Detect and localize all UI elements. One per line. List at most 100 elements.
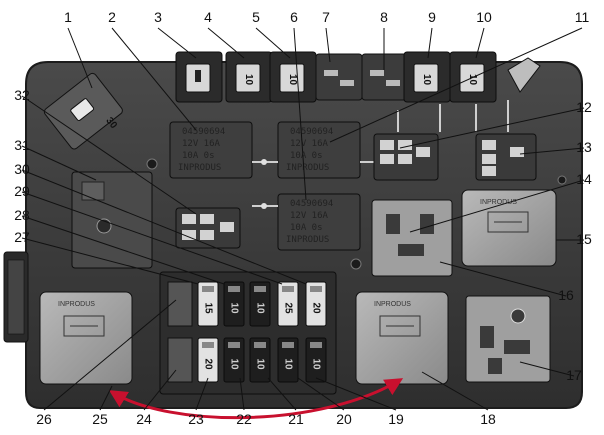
callout-10: 10 xyxy=(476,9,492,25)
block-item-31 xyxy=(71,171,153,269)
red-arrow xyxy=(108,378,404,420)
fuse-rating: 10 xyxy=(310,358,321,370)
relay-item-15: INPRODUS xyxy=(461,189,557,267)
callout-27: 27 xyxy=(14,229,30,245)
callout-14: 14 xyxy=(576,171,592,187)
callout-19: 19 xyxy=(388,411,404,427)
leader-line xyxy=(111,27,197,131)
fuse: 25 xyxy=(277,281,299,327)
leader-line xyxy=(157,27,197,59)
fuse-holder-5: 10 xyxy=(269,51,317,103)
fuse-rating: 10 xyxy=(254,302,265,314)
fuse: 10 xyxy=(277,337,299,383)
leader-line xyxy=(143,369,177,411)
callout-1: 1 xyxy=(64,9,72,25)
callout-8: 8 xyxy=(380,9,388,25)
callout-11: 11 xyxy=(575,9,590,25)
leader-line xyxy=(255,27,291,59)
callout-18: 18 xyxy=(480,411,496,427)
fuse-rating: 10 xyxy=(228,358,239,370)
leader-line xyxy=(519,361,575,377)
fuse-rating: 10 xyxy=(254,358,265,370)
fuse-holder-10-value: 10 xyxy=(467,74,478,86)
fuse-holder-9-value: 10 xyxy=(421,74,432,86)
leader-line xyxy=(21,95,197,215)
connector-item-12 xyxy=(373,133,439,181)
leader-line xyxy=(315,377,397,411)
relay-item-11: 04590694 12V 16A 10A 0s INPRODUS xyxy=(277,121,361,179)
callout-9: 9 xyxy=(428,9,436,25)
relay-base-item-16 xyxy=(371,199,453,277)
leader-line xyxy=(325,27,331,63)
leader-line xyxy=(207,27,245,59)
leader-line xyxy=(195,377,209,411)
mounting-hole xyxy=(557,175,567,185)
relay-b-line-3: 10A 0s xyxy=(290,151,323,161)
bracket xyxy=(507,57,541,93)
fuse-holder-4: 10 xyxy=(225,51,273,103)
leader-line xyxy=(21,215,225,285)
leader-line xyxy=(329,27,583,143)
callout-22: 22 xyxy=(236,411,252,427)
fuse-holder-4-value: 10 xyxy=(243,74,254,86)
fuse: 10 xyxy=(249,281,271,327)
fuse-holder-9: 10 xyxy=(403,51,451,103)
leader-line xyxy=(439,261,567,297)
fuse-rating: 20 xyxy=(202,358,213,370)
callout-29: 29 xyxy=(14,183,30,199)
relay-a-line-4: INPRODUS xyxy=(178,163,221,173)
fuse: 10 xyxy=(223,337,245,383)
leader-line xyxy=(21,237,199,285)
relay-socket-item-17 xyxy=(465,295,551,383)
relay-15-brand: INPRODUS xyxy=(480,199,517,206)
fuse-holder-3 xyxy=(175,51,223,103)
callout-4: 4 xyxy=(204,9,212,25)
callout-31: 31 xyxy=(14,137,30,153)
empty-slot-8 xyxy=(361,53,409,101)
leader-line xyxy=(427,27,433,59)
relay-a-line-2: 12V 16A xyxy=(182,139,221,149)
connector-item-13 xyxy=(475,133,537,181)
fuse: 10 xyxy=(305,337,327,383)
leader-line xyxy=(293,27,307,201)
callout-5: 5 xyxy=(252,9,260,25)
callout-16: 16 xyxy=(558,287,574,303)
leader-line xyxy=(399,107,585,149)
empty-slot-7 xyxy=(315,53,363,101)
fuse-row-bottom: 20 10 10 10 10 xyxy=(197,337,327,383)
leader-lines xyxy=(21,27,585,411)
relay-a-line-1: 04590694 xyxy=(182,127,225,137)
callout-20: 20 xyxy=(336,411,352,427)
mounting-hole xyxy=(146,158,158,170)
fuse-rating: 25 xyxy=(282,302,293,314)
mounting-hole xyxy=(350,258,362,270)
leader-line xyxy=(297,377,345,411)
relay-18-brand: INPRODUS xyxy=(374,301,411,308)
relay-b-line-4: INPRODUS xyxy=(286,163,329,173)
leader-line xyxy=(267,377,297,411)
relay-c-line-1: 04590694 xyxy=(290,199,333,209)
leader-line xyxy=(43,299,177,411)
callout-3: 3 xyxy=(154,9,162,25)
leader-line xyxy=(239,377,245,411)
relay-c-line-4: INPRODUS xyxy=(286,235,329,245)
relay-item-6: 04590694 12V 16A 10A 0s INPRODUS xyxy=(277,193,361,251)
relay-c-line-3: 10A 0s xyxy=(290,223,323,233)
relay-item-18: INPRODUS xyxy=(355,291,449,385)
leader-line xyxy=(21,191,283,285)
leader-line xyxy=(519,147,585,155)
relay-item-1: 30 xyxy=(43,72,123,150)
callout-32: 32 xyxy=(14,87,30,103)
callout-2: 2 xyxy=(108,9,116,25)
relay-a-line-3: 10A 0s xyxy=(182,151,215,161)
callout-6: 6 xyxy=(290,9,298,25)
callout-21: 21 xyxy=(288,411,304,427)
relay-26-brand: INPRODUS xyxy=(58,301,95,308)
leader-line xyxy=(421,371,489,411)
fuse: 10 xyxy=(249,337,271,383)
callout-25: 25 xyxy=(92,411,108,427)
fuse-rating: 15 xyxy=(202,302,213,314)
